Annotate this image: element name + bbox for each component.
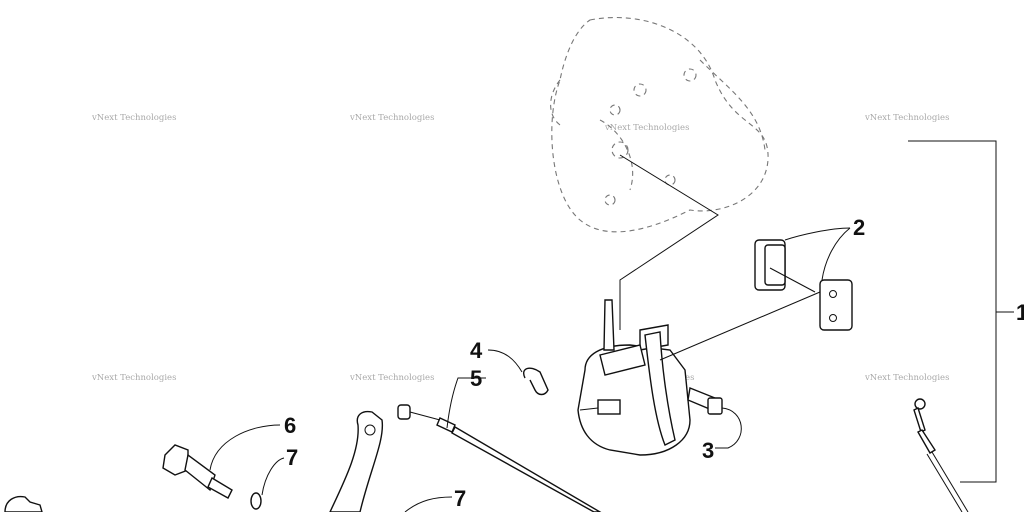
washer [250, 492, 262, 510]
watermark: vNext Technologies [864, 373, 949, 383]
callout-2-leaders [769, 227, 851, 293]
brake-pad-upper [754, 239, 786, 291]
callout-5: 5 [470, 366, 482, 391]
brake-caliper [577, 291, 821, 456]
watermark: vNext Technologies [91, 113, 176, 123]
watermarks: vNext Technologies vNext Technologies vN… [91, 113, 949, 383]
callout-5-leader [446, 377, 486, 429]
watermark: vNext Technologies [91, 373, 176, 383]
watermark: vNext Technologies [349, 373, 434, 383]
callout-1-bracket [908, 140, 1014, 483]
callout-7a-leader [261, 457, 285, 496]
callout-1: 1 [1016, 300, 1024, 325]
callout-7b-leader [404, 496, 453, 512]
watermark: vNext Technologies [864, 113, 949, 123]
callout-7b: 7 [454, 486, 466, 511]
phantom-hub [550, 16, 769, 233]
watermark: vNext Technologies [604, 123, 689, 133]
callout-4-leader [487, 349, 523, 373]
shoulder-bolt [162, 444, 233, 499]
hub-leader [619, 154, 719, 330]
brake-cable [397, 404, 602, 512]
callout-2: 2 [853, 215, 865, 240]
brake-pad-lower [819, 279, 853, 331]
callout-6: 6 [284, 413, 296, 438]
callout-3-leader [715, 407, 742, 449]
watermark: vNext Technologies [349, 113, 434, 123]
hand-brake-cable [913, 398, 969, 512]
brake-lever [329, 410, 384, 512]
callout-4: 4 [470, 338, 483, 363]
retaining-clip [523, 367, 549, 396]
caliper-bolt [687, 387, 723, 415]
callout-6-leader [209, 424, 281, 471]
callout-3: 3 [702, 438, 714, 463]
gear-fragment [4, 495, 43, 512]
callout-7a: 7 [286, 445, 298, 470]
